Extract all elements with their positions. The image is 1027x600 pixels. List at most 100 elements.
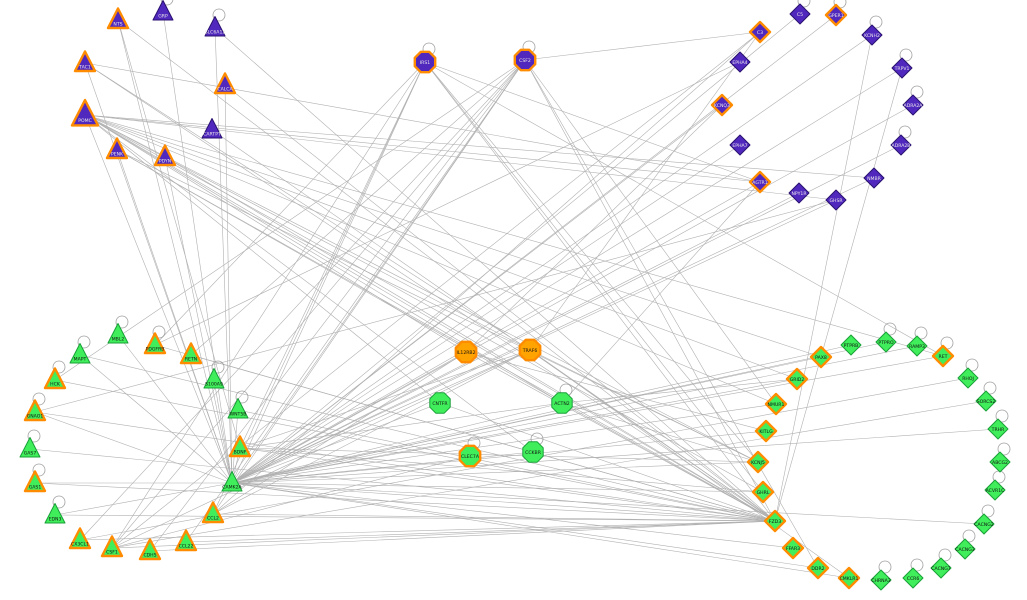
node-CCKBR[interactable] xyxy=(522,441,544,463)
node-GHSR[interactable] xyxy=(825,189,847,211)
node-HCK[interactable] xyxy=(43,367,67,390)
edge-GHSR-GNAO1 xyxy=(34,199,837,413)
node-GNAO1[interactable] xyxy=(23,399,47,422)
node-CHRNA3[interactable] xyxy=(870,569,892,591)
node-C3[interactable] xyxy=(748,20,772,44)
node-FZD3[interactable] xyxy=(763,509,787,533)
node-GAS1[interactable] xyxy=(23,470,47,493)
node-CALCA[interactable] xyxy=(213,72,237,95)
edge-POMC-GRID2 xyxy=(84,114,798,380)
node-MAPT[interactable] xyxy=(69,343,91,364)
node-AGTR1[interactable] xyxy=(748,170,772,194)
node-CACNG2[interactable] xyxy=(973,513,995,535)
edge-CAMK2A-EPHA7 xyxy=(231,144,741,484)
node-ABCG2[interactable] xyxy=(989,451,1011,473)
node-CDH5[interactable] xyxy=(138,538,162,561)
edge-CAMK2A-TRAF6 xyxy=(231,349,531,484)
edge-IL12RB2-CCL2 xyxy=(212,351,467,515)
node-ACTN2[interactable] xyxy=(551,392,573,414)
node-CARTPT[interactable] xyxy=(201,118,223,139)
node-PDYN[interactable] xyxy=(153,144,177,167)
node-CACNG3[interactable] xyxy=(954,538,976,560)
self-loop-MBL2 xyxy=(115,315,129,329)
node-KCNQ3[interactable] xyxy=(710,93,734,117)
node-CCR6[interactable] xyxy=(902,567,924,589)
node-RAMP3[interactable] xyxy=(906,335,928,357)
node-CSF1[interactable] xyxy=(100,535,124,558)
edge-FZD3-ACTN2 xyxy=(561,402,776,522)
edge-CSF2-CDH5 xyxy=(149,59,526,552)
edge-FZD3-NTS xyxy=(117,19,776,522)
node-ACVR1C[interactable] xyxy=(984,479,1006,501)
node-CNTFR[interactable] xyxy=(429,392,451,414)
edge-CAMK2A-S100A9 xyxy=(213,379,233,484)
node-RHOJ[interactable] xyxy=(957,367,979,389)
edge-CAMK2A-TRPV1 xyxy=(231,67,903,484)
node-GAS7[interactable] xyxy=(19,437,41,458)
node-S100A9[interactable] xyxy=(203,368,225,389)
node-CMKLR1[interactable] xyxy=(837,566,861,590)
node-TRAF6[interactable] xyxy=(518,338,542,362)
node-CACNG7[interactable] xyxy=(930,557,952,579)
node-CCL22[interactable] xyxy=(174,529,198,552)
node-SLC6A12[interactable] xyxy=(204,16,226,37)
self-loop-SORCS2 xyxy=(983,381,997,395)
node-BDNF[interactable] xyxy=(228,435,252,458)
node-NPY1R[interactable] xyxy=(788,182,810,204)
node-GHRL[interactable] xyxy=(751,480,775,504)
node-NTS[interactable] xyxy=(106,7,130,30)
node-EPHA7[interactable] xyxy=(729,134,751,156)
edge-TRAF6-CCL2 xyxy=(212,349,531,515)
edge-TAC1-AGTR1 xyxy=(84,62,761,183)
node-EDN3[interactable] xyxy=(44,503,66,524)
edge-BDNF-NTS xyxy=(117,19,241,449)
node-NMUR1[interactable] xyxy=(764,392,788,416)
edge-CAMK2A-RAMP3 xyxy=(231,345,918,484)
edge-IRS1-KCNJ5 xyxy=(424,61,759,463)
node-RET[interactable] xyxy=(931,344,955,368)
node-C5[interactable] xyxy=(789,3,811,25)
edge-CAMK2A-CSF2 xyxy=(231,59,526,484)
node-PENK[interactable] xyxy=(105,137,129,160)
node-CSF2[interactable] xyxy=(513,48,537,72)
node-TAC1[interactable] xyxy=(73,50,97,73)
self-loop-EDN3 xyxy=(52,495,66,509)
node-WNT5B[interactable] xyxy=(227,398,249,419)
node-POMC[interactable] xyxy=(70,98,100,127)
self-loop-ADRA2A xyxy=(910,85,924,99)
node-MBL2[interactable] xyxy=(107,323,129,344)
node-PTPRB[interactable] xyxy=(840,334,862,356)
self-loop-CHRNA3 xyxy=(878,560,892,574)
node-DDR2[interactable] xyxy=(806,556,830,580)
node-CCL2[interactable] xyxy=(201,501,225,524)
node-PTPRO[interactable] xyxy=(875,331,897,353)
node-KCNH2[interactable] xyxy=(861,24,883,46)
node-KCNJ5[interactable] xyxy=(746,450,770,474)
node-CLEC7A[interactable] xyxy=(458,444,482,468)
node-GRID2[interactable] xyxy=(785,367,809,391)
node-GRP[interactable] xyxy=(152,0,174,21)
edge-CAMK2A-MBL2 xyxy=(117,334,233,484)
edge-FZD3-CSF2 xyxy=(524,59,776,522)
node-FFAR3[interactable] xyxy=(781,536,805,560)
node-GPER1[interactable] xyxy=(824,3,848,27)
node-CAMK2A[interactable] xyxy=(221,471,243,492)
node-NMBR[interactable] xyxy=(863,167,885,189)
node-PDGFRB[interactable] xyxy=(143,332,167,355)
node-TRHR[interactable] xyxy=(987,418,1009,440)
node-RETN[interactable] xyxy=(179,342,203,365)
node-SORCS2[interactable] xyxy=(975,390,997,412)
edge-CLEC7A-CSF1 xyxy=(111,455,471,549)
node-IRS1[interactable] xyxy=(413,50,437,74)
edge-FZD3-EDN3 xyxy=(54,514,776,522)
node-ADRA2A[interactable] xyxy=(902,94,924,116)
node-IL12RB2[interactable] xyxy=(454,340,478,364)
node-ADRA2B[interactable] xyxy=(890,134,912,156)
edge-ACTN2-AGTR1 xyxy=(561,181,761,404)
node-EPHA4[interactable] xyxy=(729,51,751,73)
node-PAX8[interactable] xyxy=(809,345,833,369)
node-KITLG[interactable] xyxy=(754,419,778,443)
node-TRPV1[interactable] xyxy=(891,57,913,79)
node-CX3CL1[interactable] xyxy=(68,527,92,550)
